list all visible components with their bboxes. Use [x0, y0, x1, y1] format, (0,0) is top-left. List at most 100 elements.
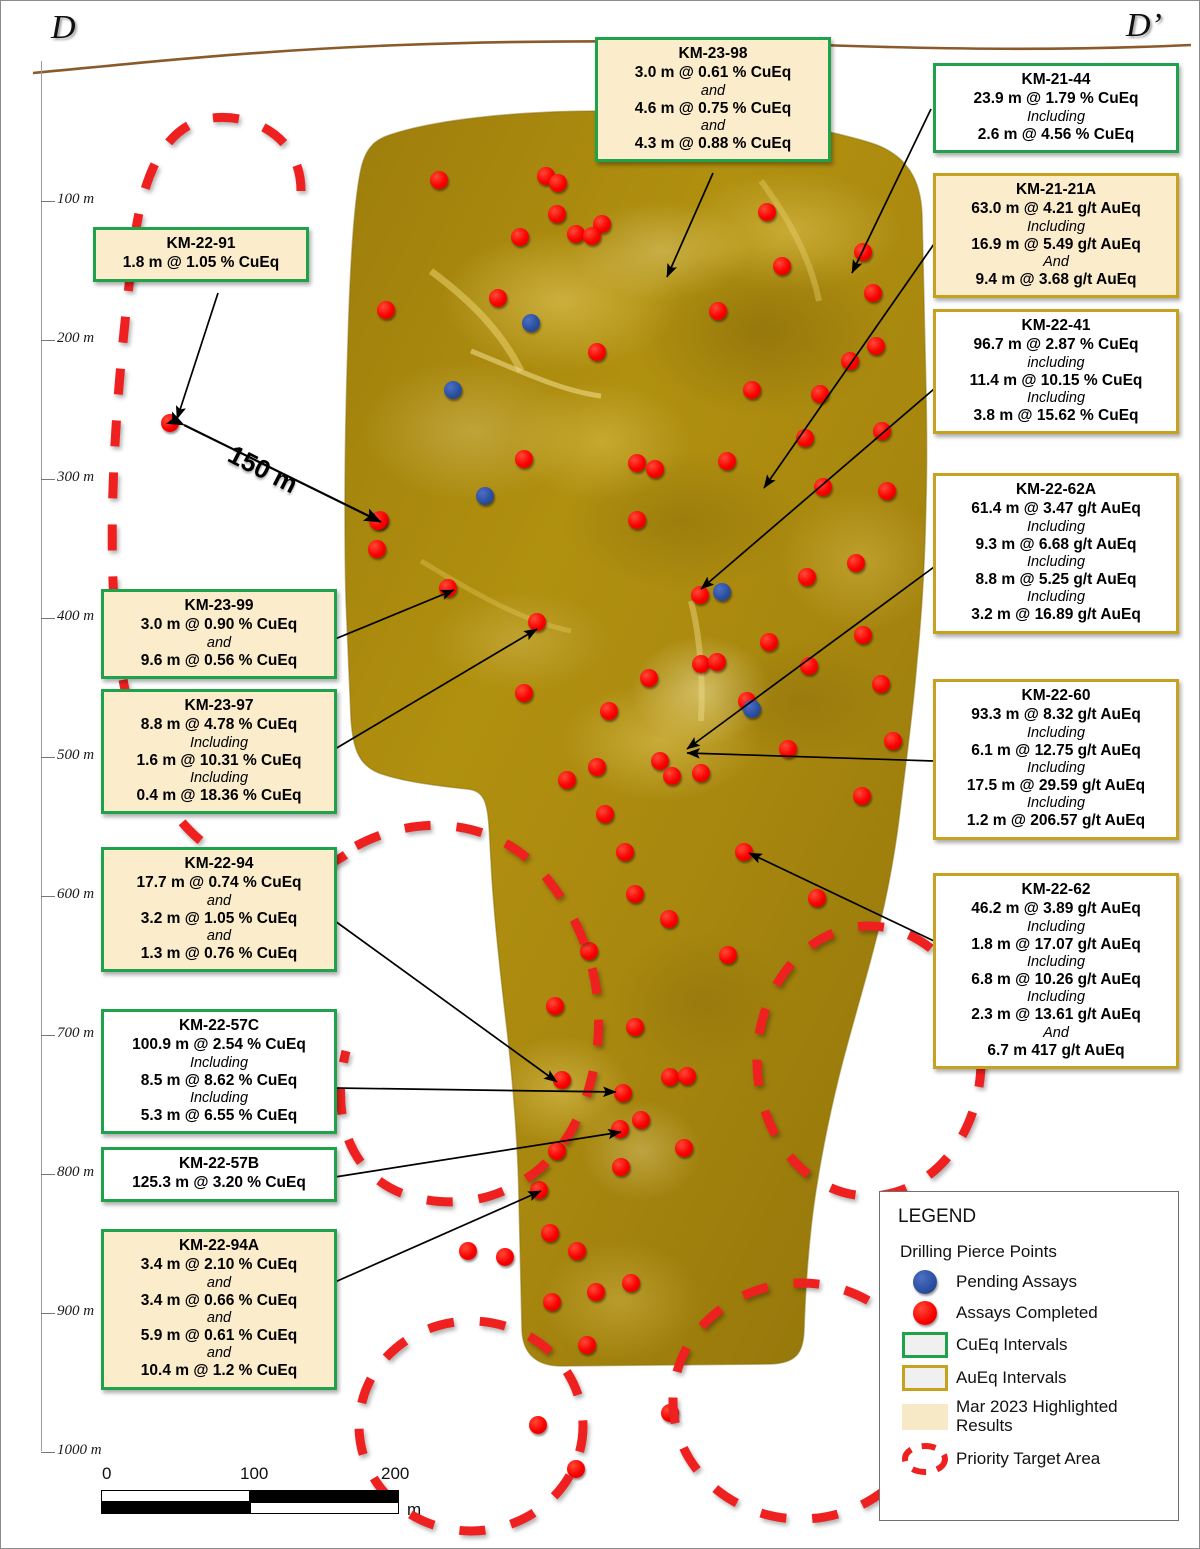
- callout-conjunction: and: [206, 634, 232, 651]
- callout-interval: 9.4 m @ 3.68 g/t AuEq: [975, 271, 1137, 289]
- legend-item-highlight: Mar 2023 Highlighted Results: [894, 1397, 1164, 1435]
- pierce-point-completed: [583, 227, 601, 245]
- callout-interval: 8.8 m @ 5.25 g/t AuEq: [975, 571, 1137, 589]
- pierce-point-completed: [515, 450, 533, 468]
- callout-hole-id: KM-21-21A: [1015, 181, 1097, 198]
- callout-interval: 9.3 m @ 6.68 g/t AuEq: [975, 535, 1137, 553]
- callout-interval: 3.0 m @ 0.90 % CuEq: [140, 616, 298, 634]
- callout-interval: 3.2 m @ 16.89 g/t AuEq: [971, 606, 1141, 624]
- callout-conjunction: Including: [189, 1054, 249, 1071]
- pierce-point-completed: [660, 910, 678, 928]
- depth-label: 700 m: [57, 1025, 95, 1041]
- callout-interval: 6.1 m @ 12.75 g/t AuEq: [971, 741, 1141, 759]
- legend-panel: LEGEND Drilling Pierce Points Pending As…: [879, 1191, 1179, 1521]
- callout-interval: 11.4 m @ 10.15 % CuEq: [969, 371, 1143, 389]
- leader-km-22-62: [748, 852, 935, 942]
- callout-interval: 63.0 m @ 4.21 g/t AuEq: [971, 200, 1141, 218]
- depth-tick: [41, 1035, 55, 1036]
- callout-conjunction: Including: [1026, 389, 1086, 406]
- callout-interval: 3.4 m @ 0.66 % CuEq: [140, 1291, 298, 1309]
- leader-km-22-60: [686, 748, 935, 762]
- pierce-point-completed: [692, 655, 710, 673]
- pierce-point-completed: [773, 257, 791, 275]
- callout-interval: 23.9 m @ 1.79 % CuEq: [973, 90, 1139, 108]
- pierce-point-completed: [758, 203, 776, 221]
- distance-measure-arrow: [165, 411, 382, 523]
- depth-label: 600 m: [57, 886, 95, 902]
- callout-hole-id: KM-21-44: [1021, 71, 1091, 88]
- pierce-point-completed: [709, 302, 727, 320]
- callout-conjunction: and: [206, 927, 232, 944]
- pierce-point-pending: [522, 314, 540, 332]
- callout-interval: 1.8 m @ 1.05 % CuEq: [122, 254, 280, 272]
- legend-label-cueq: CuEq Intervals: [956, 1334, 1068, 1354]
- target-area-south-left: [354, 1316, 588, 1536]
- pierce-point-completed: [760, 633, 778, 651]
- leader-km-22-57c: [334, 1086, 617, 1098]
- pierce-point-completed: [872, 675, 890, 693]
- pierce-point-completed: [798, 568, 816, 586]
- pierce-point-completed: [612, 1158, 630, 1176]
- legend-item-aueq: AuEq Intervals: [894, 1365, 1164, 1391]
- pierce-point-completed: [546, 997, 564, 1015]
- pierce-point-completed: [864, 284, 882, 302]
- legend-item-completed: Assays Completed: [894, 1301, 1164, 1325]
- callout-interval: 1.3 m @ 0.76 % CuEq: [140, 945, 298, 963]
- callout-interval: 17.5 m @ 29.59 g/t AuEq: [966, 777, 1146, 795]
- callout-conjunction: and: [700, 117, 726, 134]
- callout-conjunction: and: [206, 1345, 232, 1362]
- pierce-point-completed: [368, 540, 386, 558]
- callout-interval: 0.4 m @ 18.36 % CuEq: [136, 787, 302, 805]
- pierce-point-completed: [884, 732, 902, 750]
- legend-title: LEGEND: [898, 1206, 977, 1227]
- leader-km-23-97: [334, 628, 538, 750]
- scale-bar: [101, 1490, 399, 1514]
- callout-conjunction: and: [206, 892, 232, 909]
- callout-hole-id: KM-22-62A: [1015, 481, 1097, 498]
- pierce-point-completed: [628, 454, 646, 472]
- pierce-point-completed: [854, 626, 872, 644]
- leader-km-22-62a: [686, 566, 935, 750]
- pierce-point-completed: [578, 1336, 596, 1354]
- pierce-point-completed: [587, 1283, 605, 1301]
- pierce-point-completed: [459, 1242, 477, 1260]
- depth-tick: [41, 896, 55, 897]
- pierce-point-completed: [675, 1139, 693, 1157]
- callout-interval: 125.3 m @ 3.20 % CuEq: [132, 1174, 306, 1192]
- legend-label-aueq: AuEq Intervals: [956, 1367, 1067, 1387]
- legend-label-completed: Assays Completed: [956, 1302, 1098, 1322]
- pierce-point-completed: [616, 843, 634, 861]
- callout-interval: 5.9 m @ 0.61 % CuEq: [140, 1327, 298, 1345]
- pierce-point-completed: [496, 1248, 514, 1266]
- leader-km-22-94: [334, 920, 558, 1083]
- callout-interval: 61.4 m @ 3.47 g/t AuEq: [971, 500, 1141, 518]
- callout-interval: 4.6 m @ 0.75 % CuEq: [634, 99, 792, 117]
- pierce-point-completed: [588, 343, 606, 361]
- pierce-point-completed: [811, 385, 829, 403]
- leader-km-22-41: [700, 388, 935, 590]
- callout-interval: 9.6 m @ 0.56 % CuEq: [140, 651, 298, 669]
- pierce-point-completed: [853, 787, 871, 805]
- depth-label: 800 m: [57, 1164, 95, 1180]
- callout-conjunction: Including: [1026, 759, 1086, 776]
- pierce-point-completed: [628, 511, 646, 529]
- depth-label: 300 m: [57, 469, 95, 485]
- callout-conjunction: Including: [1026, 518, 1086, 535]
- pierce-point-completed: [567, 225, 585, 243]
- legend-item-target: Priority Target Area: [894, 1442, 1164, 1476]
- pierce-point-completed: [867, 337, 885, 355]
- callout-conjunction: Including: [1026, 795, 1086, 812]
- pierce-point-completed: [541, 1224, 559, 1242]
- callout-hole-id: KM-22-60: [1021, 687, 1091, 704]
- callout-hole-id: KM-22-41: [1021, 317, 1091, 334]
- pierce-point-completed: [651, 752, 669, 770]
- callout-interval: 3.4 m @ 2.10 % CuEq: [140, 1256, 298, 1274]
- callout-interval: 6.7 m 417 g/t AuEq: [987, 1041, 1125, 1059]
- depth-tick: [41, 618, 55, 619]
- callout-conjunction: and: [700, 82, 726, 99]
